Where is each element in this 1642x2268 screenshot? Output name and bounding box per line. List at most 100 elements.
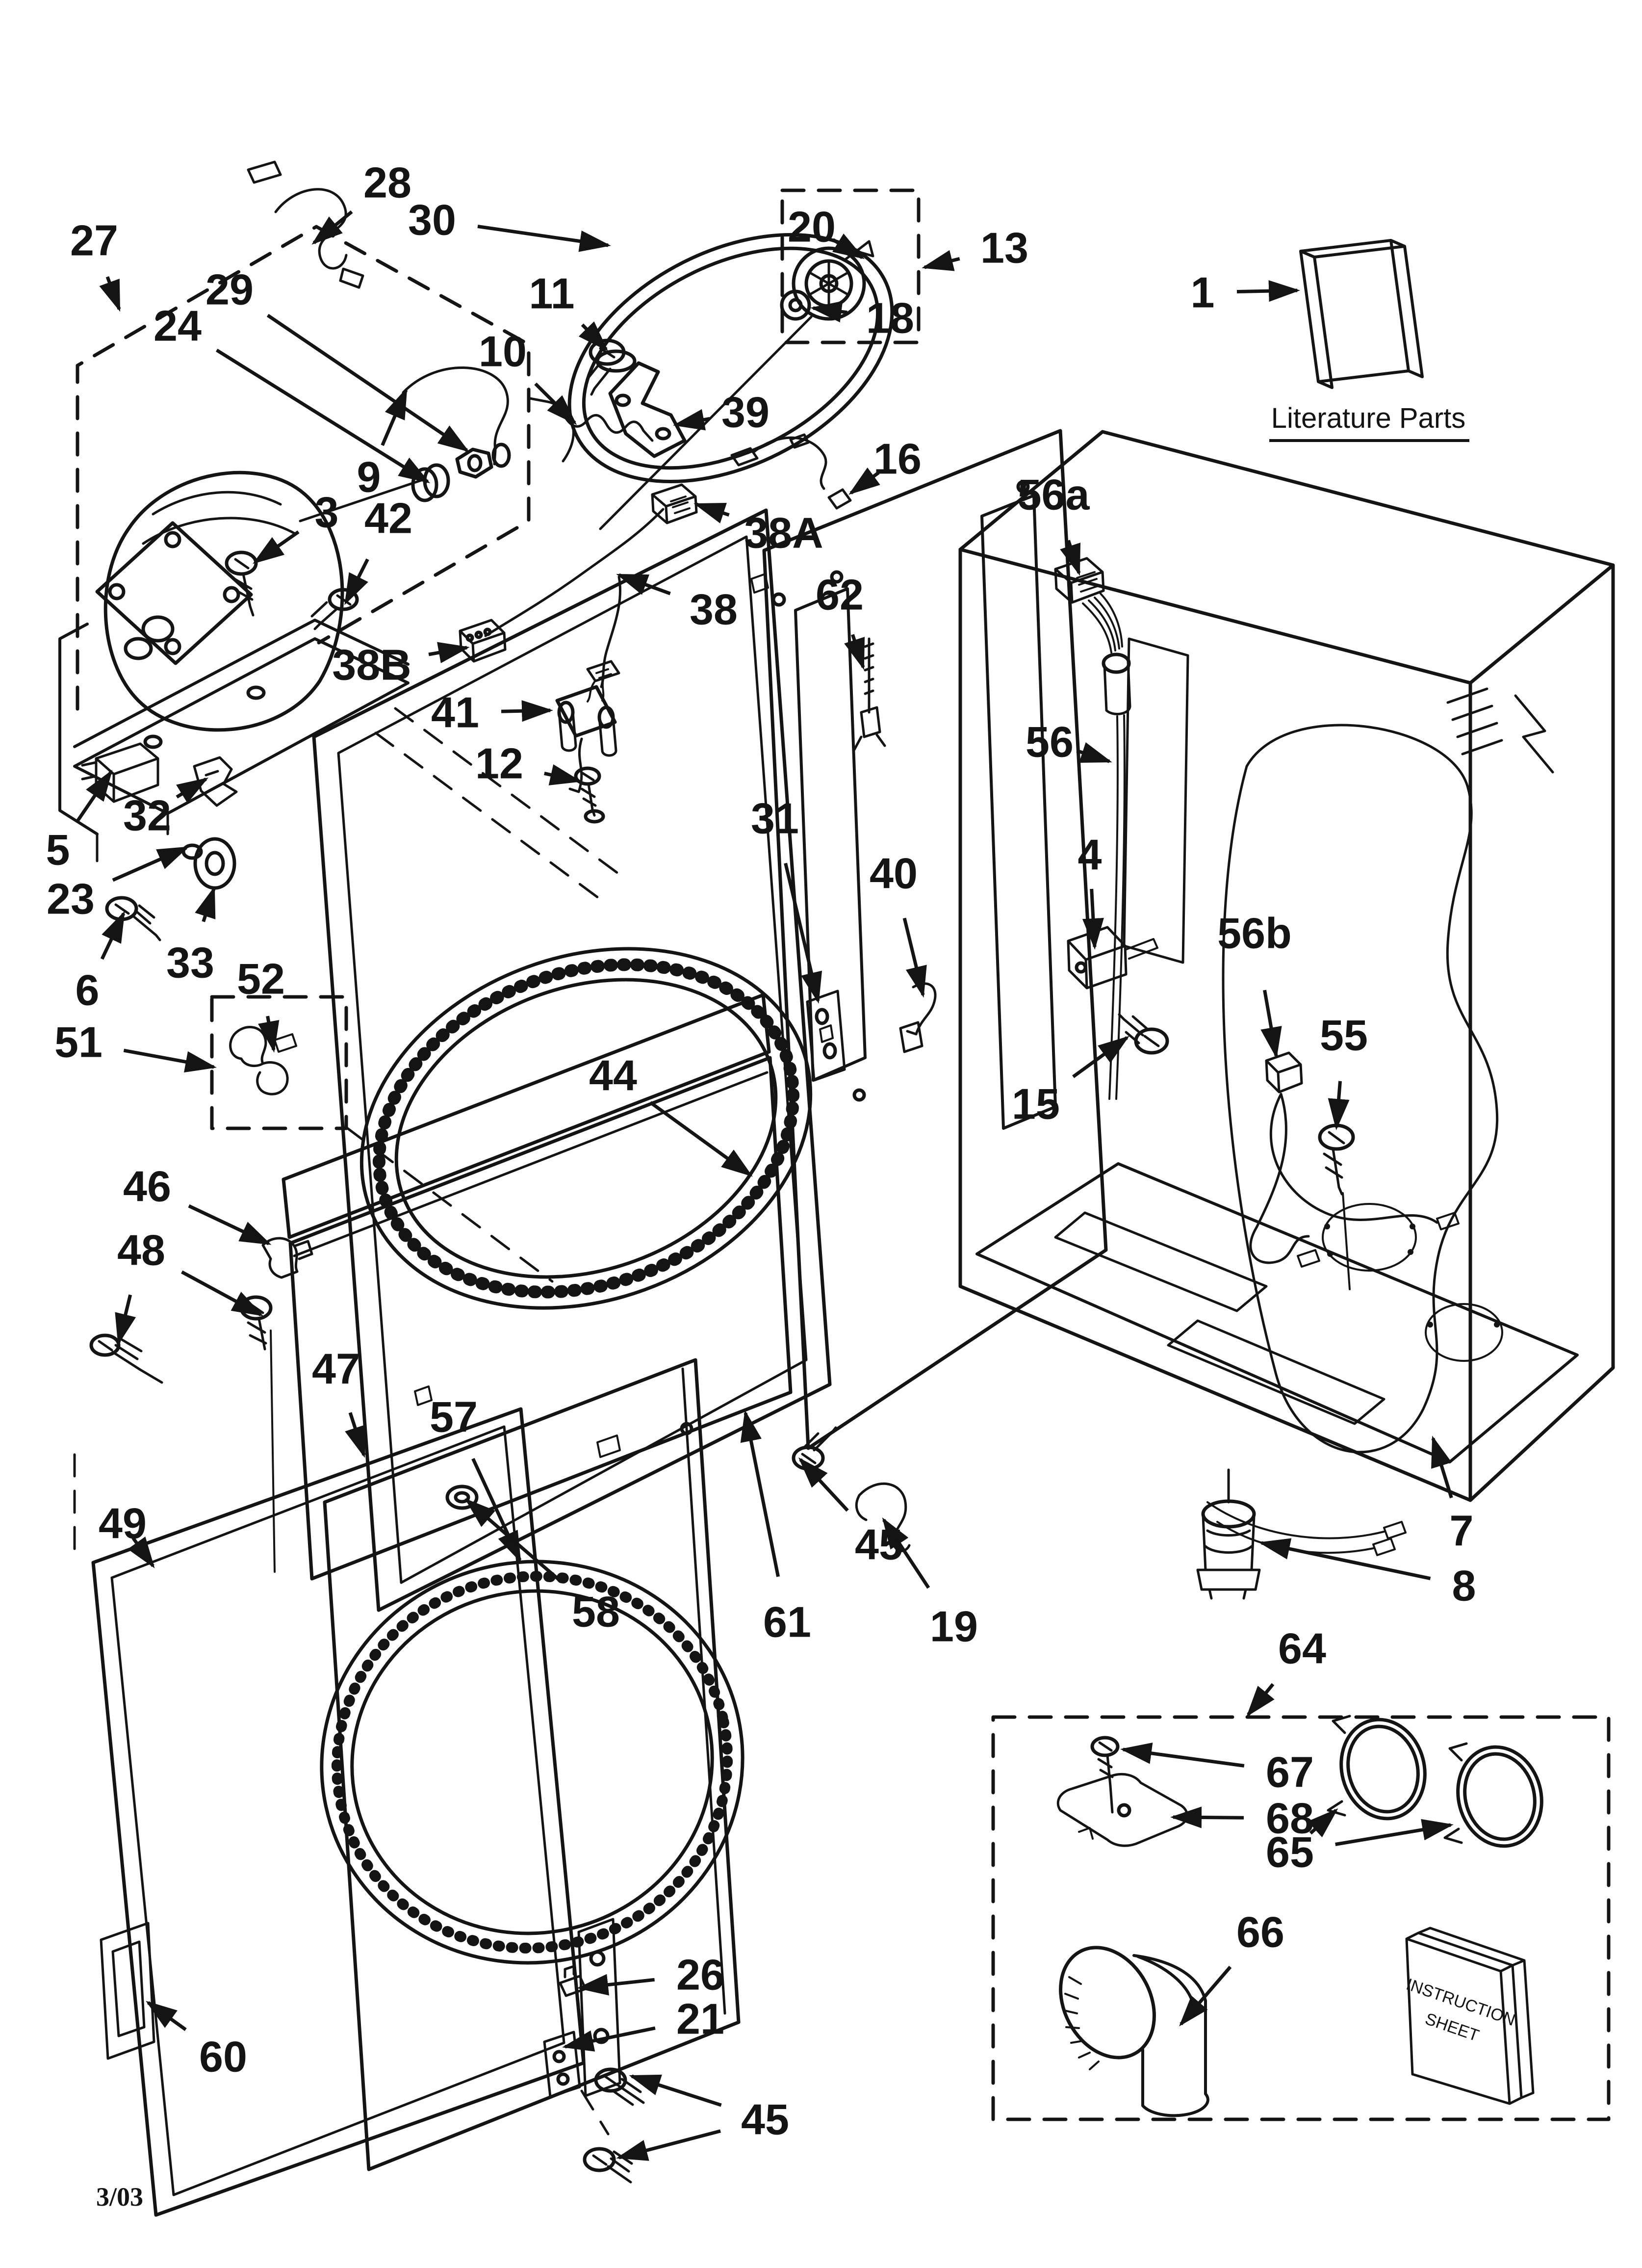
leader-20 [832,233,865,260]
clip-46-drawing [261,1237,313,1279]
leader-12 [544,764,582,785]
leader-57 [471,1458,522,1563]
callout-55: 55 [1320,1011,1368,1060]
motor-assembly-drawing [58,160,575,862]
callout-40: 40 [870,849,918,898]
callout-39: 39 [721,388,770,437]
leader-42 [344,558,369,605]
leader-65 [1335,1819,1454,1846]
leader-44 [649,1101,753,1177]
leader-60 [146,2001,187,2031]
leader-61 [740,1410,780,1577]
leader-29 [266,313,469,452]
leader-19 [882,1517,930,1589]
leader-52 [258,1016,280,1053]
motor-base-drawing [58,619,410,835]
callout-61: 61 [763,1598,811,1646]
leader-32 [176,777,209,804]
leader-58 [464,1498,563,1583]
spring-10-drawing [564,414,654,442]
callout-38: 38 [690,585,738,634]
leader-56b [1260,990,1282,1059]
access-panel-drawing [89,993,793,1581]
literature-parts-caption: Literature Parts [1271,402,1466,434]
callout-10: 10 [479,327,527,376]
callout-8: 8 [1452,1562,1476,1610]
leader-45 [616,2129,721,2161]
callout-51: 51 [54,1018,103,1067]
illustration-layer [58,160,1615,2217]
callout-1: 1 [1191,268,1215,317]
callout-42: 42 [364,494,412,543]
callout-16: 16 [873,435,922,483]
leader-64 [1246,1683,1275,1717]
callout-19: 19 [930,1602,978,1651]
leader-21 [562,2026,656,2052]
callout-30: 30 [408,196,456,244]
rear-bulkhead-drawing [762,429,1108,1450]
leader-40 [902,917,927,998]
inner-door-drawing [320,1358,744,2171]
leader-68 [1170,1806,1244,1828]
callout-32: 32 [123,791,171,840]
callout-62: 62 [816,571,864,619]
fuse-plate-31-drawing [806,990,846,1082]
drive-belt-drawing [567,233,894,484]
leader-13 [922,250,960,271]
callout-46: 46 [123,1162,171,1211]
callout-52: 52 [237,955,285,1003]
callout-67: 67 [1266,1748,1314,1797]
callout-11: 11 [529,269,574,318]
leader-11 [578,321,609,352]
leader-65 [1308,1808,1338,1838]
leader-66 [1179,1965,1232,2027]
callout-68: 68 [1266,1794,1314,1843]
callout-56: 56 [1026,718,1074,766]
door-handle-60-drawing [100,1922,155,2060]
leader-31 [784,862,822,1004]
wire-28-drawing [274,188,348,270]
connector-56b-drawing [1265,1051,1303,1094]
sheet-date: 3/03 [96,2182,143,2212]
leader-9 [381,387,408,446]
callout-66: 66 [1236,1908,1284,1956]
callout-47: 47 [312,1345,360,1393]
callout-20: 20 [788,203,836,251]
washer-33-drawing [193,837,236,890]
callout-49: 49 [99,1499,147,1548]
support-9-drawing [402,366,575,466]
callout-38A: 38A [744,509,823,557]
callout-7: 7 [1450,1507,1474,1555]
leader-24 [215,348,431,484]
leader-56 [1076,742,1112,763]
leader-39 [673,409,710,431]
callout-4: 4 [1078,831,1102,879]
leader-48 [115,1294,136,1345]
callout-21: 21 [676,1995,724,2043]
leader-62 [844,634,865,670]
leader-27 [99,276,121,312]
callout-48: 48 [117,1226,165,1275]
leader-56a [1060,540,1081,576]
callout-56a: 56a [1018,470,1090,519]
leader-4 [1082,888,1104,950]
callout-56b: 56b [1217,909,1292,958]
leader-38 [616,573,671,596]
leader-3 [253,530,300,564]
terminal-block-4-drawing [1067,926,1128,990]
callout-13: 13 [980,224,1028,272]
cover-65a-drawing [1339,1718,1427,1821]
wiring-56-drawing [1054,557,1460,1556]
leader-5 [76,770,113,823]
leader-45 [798,1457,849,1512]
callout-28: 28 [363,158,411,207]
callout-31: 31 [751,794,799,843]
callout-38B: 38B [332,641,411,689]
leader-1 [1236,280,1300,302]
leader-38B [428,642,470,663]
callout-64: 64 [1278,1624,1326,1673]
grommet-58-drawing [445,1485,479,1510]
leader-38A [693,502,730,523]
leader-51 [123,1048,217,1073]
